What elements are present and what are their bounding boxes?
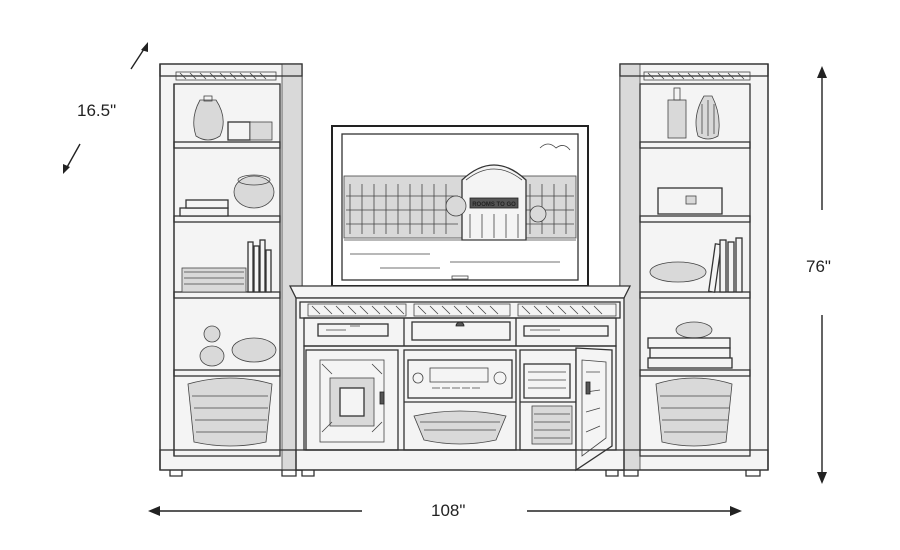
console-top (288, 285, 632, 299)
left-bottom-basket-icon (187, 377, 273, 447)
right-shelf-4 (639, 369, 751, 377)
left-finial-icon (203, 325, 221, 343)
right-books-icon (707, 243, 723, 293)
height-arrowhead-upper (817, 66, 827, 78)
depth-arrowhead-lower (63, 164, 70, 174)
left-door-handle-icon (379, 391, 385, 405)
right-bowl-icon (649, 261, 707, 283)
left-shelf-4 (173, 369, 281, 377)
tv-sign (469, 197, 519, 209)
tv-console (288, 285, 632, 477)
console-receiver (407, 359, 513, 399)
width-label: 108" (431, 501, 465, 520)
console-woven-bowl-icon (413, 410, 507, 445)
left-shelf-1 (173, 141, 281, 149)
height-label: 76" (806, 257, 831, 276)
right-shelf-3 (639, 291, 751, 299)
depth-arrow-lower (65, 143, 81, 170)
right-door-handle-icon (585, 381, 591, 395)
left-pier-bookcase (159, 63, 303, 477)
depth-dimension: 16.5" (63, 42, 148, 174)
right-shelf-2 (639, 215, 751, 223)
height-dimension: 76" (806, 66, 831, 484)
television: ROOMS TO GO (331, 125, 589, 293)
right-bottom-basket-icon (655, 377, 733, 447)
console-right-door-open (575, 347, 613, 472)
console-right-device (523, 363, 571, 399)
width-arrowhead-right (730, 506, 742, 516)
width-dimension: 108" (148, 501, 742, 520)
left-books-icon (247, 241, 254, 293)
depth-arrowhead-upper (141, 42, 148, 52)
right-small-bowl-icon (675, 321, 713, 339)
left-vase-icon (193, 99, 224, 141)
depth-label: 16.5" (77, 101, 116, 120)
console-device-left (317, 323, 389, 337)
right-bottle-icon (667, 99, 687, 139)
width-arrowhead-left (148, 506, 160, 516)
console-device-right (523, 325, 609, 337)
left-glass-bowl-icon (233, 175, 275, 209)
right-pier-bookcase (619, 63, 769, 477)
left-bowl-icon (231, 337, 277, 363)
tv-screen (341, 133, 579, 281)
height-arrowhead-lower (817, 472, 827, 484)
right-shelf-1 (639, 141, 751, 149)
tv-sign-text: ROOMS TO GO (472, 202, 516, 208)
